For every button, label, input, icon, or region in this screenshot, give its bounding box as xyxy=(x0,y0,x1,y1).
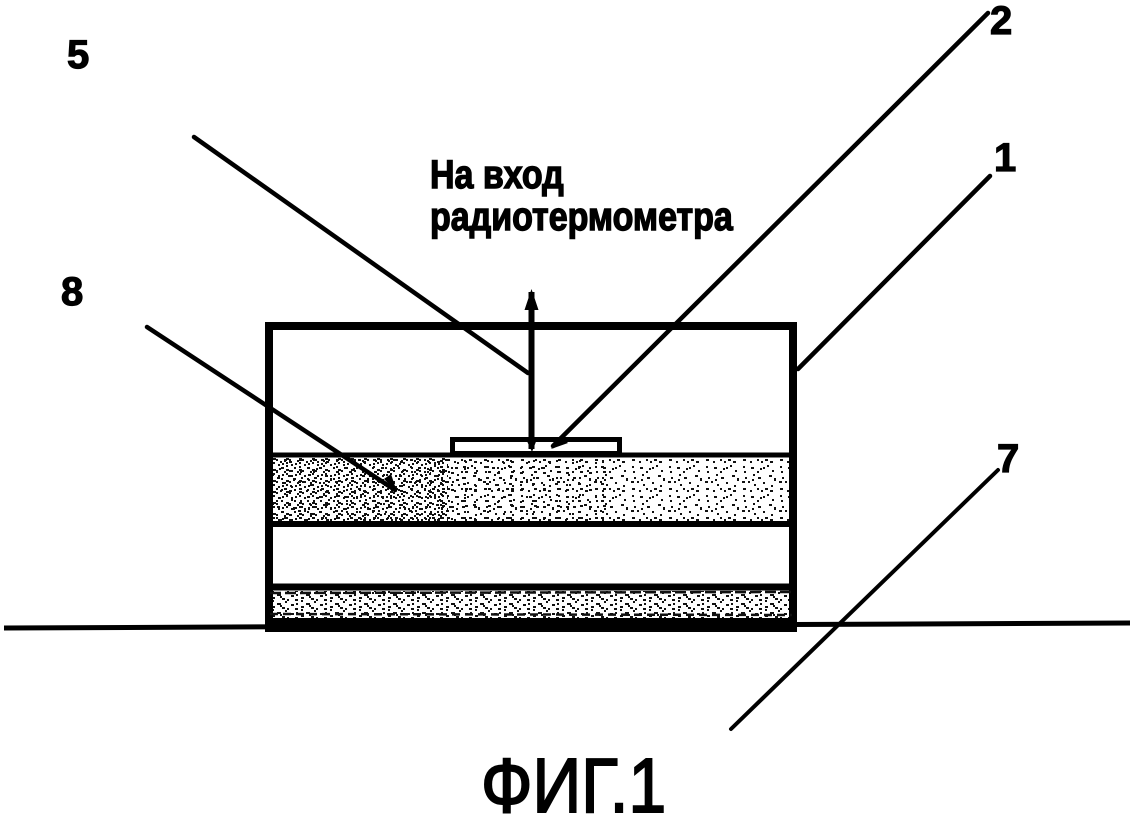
svg-text:5: 5 xyxy=(67,33,89,77)
svg-text:1: 1 xyxy=(994,136,1016,180)
svg-text:радиотермометра: радиотермометра xyxy=(430,193,733,238)
svg-text:На вход: На вход xyxy=(430,151,564,196)
svg-text:ФИГ.1: ФИГ.1 xyxy=(481,743,666,819)
svg-text:2: 2 xyxy=(990,0,1012,43)
svg-text:8: 8 xyxy=(61,270,83,314)
svg-text:7: 7 xyxy=(997,437,1019,481)
